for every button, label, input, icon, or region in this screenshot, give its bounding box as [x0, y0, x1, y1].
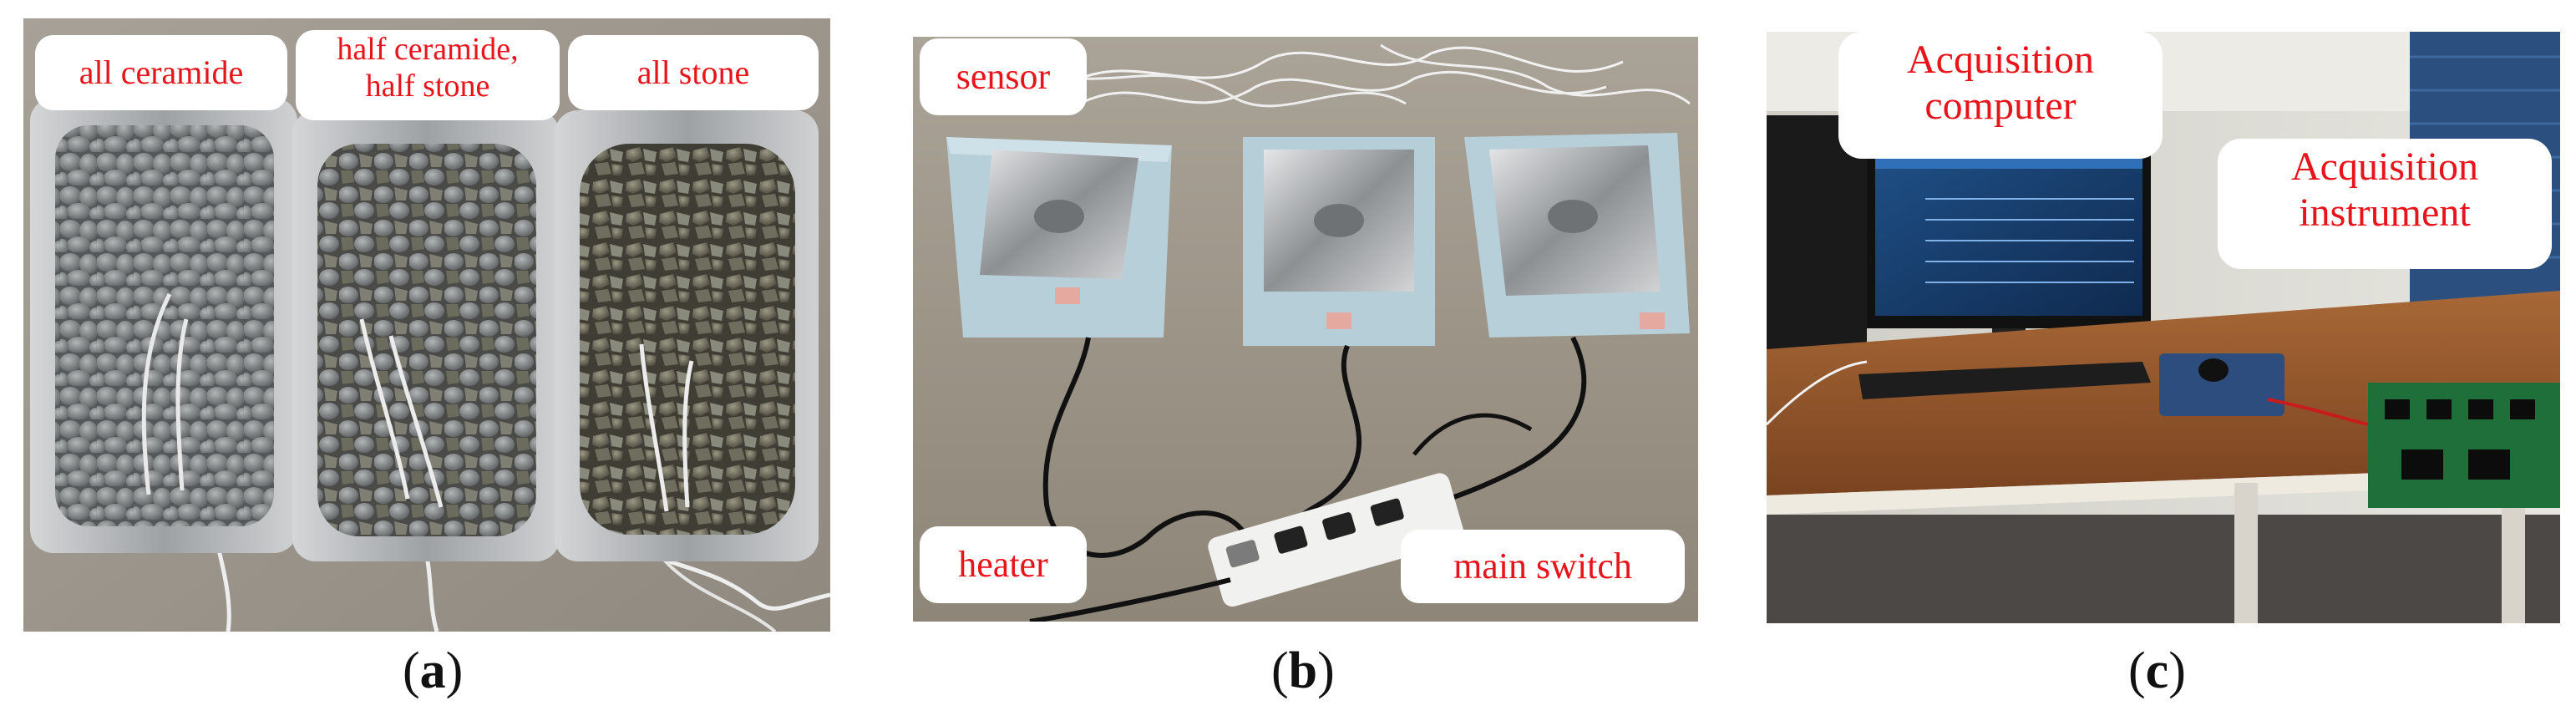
- power-strip: [1208, 473, 1464, 607]
- label-instrument-line-2: instrument: [2299, 190, 2471, 236]
- heater-basins-photo: [913, 37, 1698, 622]
- label-heater: heater: [920, 526, 1087, 603]
- caption-c: (c): [2128, 642, 2186, 699]
- basin-left: [946, 137, 1172, 338]
- label-computer-line-2: computer: [1924, 84, 2077, 129]
- label-all-ceramide: all ceramide: [35, 35, 287, 110]
- label-all-stone: all stone: [568, 35, 819, 110]
- label-acquisition-instrument: Acquisition instrument: [2218, 139, 2552, 269]
- label-half-line-1: half ceramide,: [337, 32, 519, 67]
- label-instrument-line-1: Acquisition: [2291, 145, 2478, 189]
- caption-b: (b): [1271, 642, 1335, 699]
- label-sensor: sensor: [920, 38, 1087, 115]
- caption-a: (a): [403, 642, 464, 699]
- basin-middle: [1243, 137, 1435, 346]
- photo-panel-c: Acquisition computer Acquisition instrum…: [1767, 32, 2560, 623]
- basin-right: [1464, 133, 1690, 338]
- label-acquisition-computer: Acquisition computer: [1838, 32, 2163, 159]
- label-main-switch: main switch: [1401, 530, 1685, 603]
- caption-b-letter: b: [1288, 642, 1318, 699]
- label-half-line-2: half stone: [365, 68, 490, 104]
- photo-panel-b: sensor heater main switch: [913, 37, 1698, 622]
- label-half-ceramide-half-stone: half ceramide, half stone: [296, 30, 560, 120]
- label-computer-line-1: Acquisition: [1907, 38, 2094, 82]
- photo-panel-a: all ceramide half ceramide, half stone a…: [23, 18, 830, 632]
- trays-photo: [23, 18, 830, 632]
- caption-a-letter: a: [419, 642, 446, 699]
- caption-c-letter: c: [2145, 642, 2169, 699]
